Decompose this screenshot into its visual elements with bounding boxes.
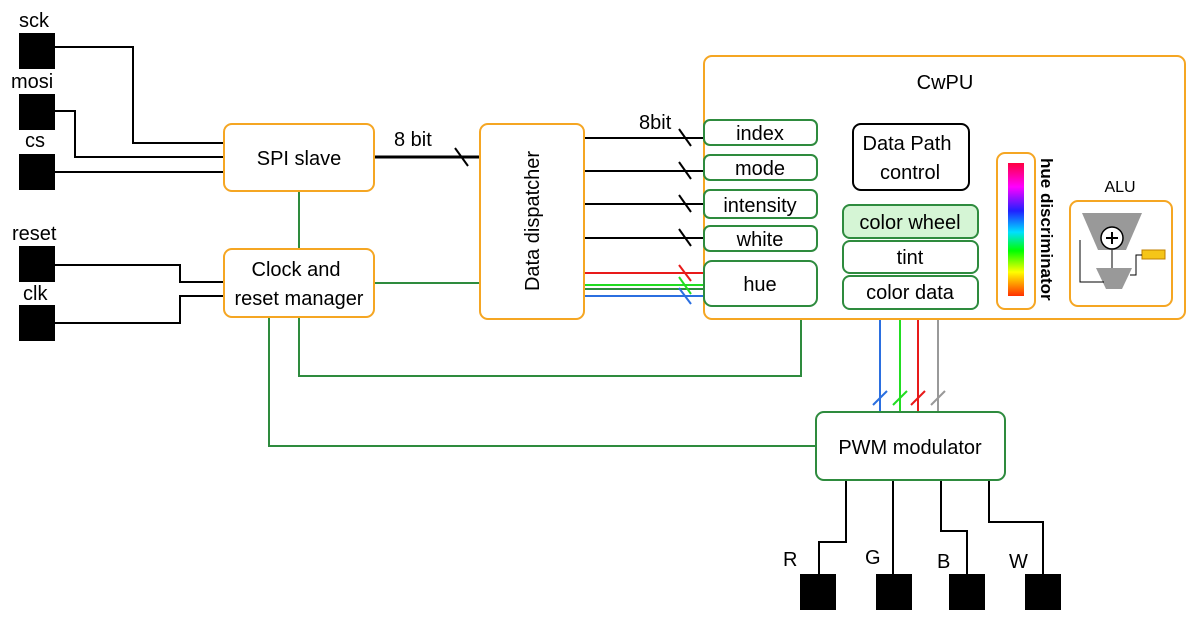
clock-reset-label-line2: reset manager — [235, 288, 364, 310]
register-mode: mode — [703, 154, 818, 181]
register-index-label: index — [736, 123, 784, 145]
wire-mosi — [55, 110, 224, 158]
port-g-square — [876, 574, 912, 610]
color-data-block: color data — [842, 275, 979, 310]
alu-title: ALU — [1104, 179, 1135, 196]
port-reset-square — [19, 246, 55, 282]
register-hue-label: hue — [743, 274, 776, 296]
port-mosi-square — [19, 94, 55, 130]
port-clk-label: clk — [23, 283, 48, 305]
data-path-control-block: Data Path control — [852, 123, 970, 191]
wire-clk-pwm — [268, 317, 816, 447]
port-reset-label: reset — [12, 223, 57, 245]
register-mode-label: mode — [735, 158, 785, 180]
clock-reset-manager-block: Clock and reset manager — [223, 248, 375, 318]
bus-slash — [454, 147, 469, 167]
wire-clk — [55, 295, 224, 324]
port-sck-label: sck — [19, 10, 50, 32]
spi-slave-label: SPI slave — [257, 148, 341, 170]
register-intensity-label: intensity — [723, 195, 796, 217]
data-dispatcher-block: Data dispatcher — [479, 123, 585, 320]
dpc-label-line1: Data Path — [863, 133, 952, 155]
pwm-modulator-block: PWM modulator — [815, 411, 1006, 481]
wires — [55, 46, 1044, 574]
register-index: index — [703, 119, 818, 146]
port-r-square — [800, 574, 836, 610]
pwm-modulator-label: PWM modulator — [838, 437, 982, 459]
port-cs-label: cs — [25, 130, 45, 152]
hue-discriminator-block: hue discriminator — [996, 152, 1056, 310]
tint-label: tint — [897, 247, 924, 269]
tint-block: tint — [842, 240, 979, 274]
port-cs-square — [19, 154, 55, 190]
port-w-square — [1025, 574, 1061, 610]
wire-out-r — [818, 480, 847, 574]
spi-slave-block: SPI slave — [223, 123, 375, 192]
alu-block — [1069, 200, 1173, 307]
port-w-label: W — [1009, 551, 1028, 573]
wire-out-w — [988, 480, 1044, 574]
dpc-label-line2: control — [880, 162, 940, 184]
register-hue: hue — [703, 260, 818, 307]
cwpu-title: CwPU — [917, 72, 974, 94]
hue-discriminator-label: hue discriminator — [1037, 158, 1056, 301]
alu-icon — [1079, 213, 1166, 289]
port-squares — [19, 33, 1061, 610]
register-intensity: intensity — [703, 189, 818, 219]
clock-reset-label-line1: Clock and — [252, 259, 341, 281]
port-b-square — [949, 574, 985, 610]
hue-gradient-bar — [1008, 163, 1024, 296]
port-clk-square — [19, 305, 55, 341]
data-dispatcher-label: Data dispatcher — [522, 151, 544, 291]
color-wheel-block: color wheel — [842, 204, 979, 239]
wire-clk-cwpu — [298, 317, 802, 377]
color-wheel-label: color wheel — [859, 212, 960, 234]
port-mosi-label: mosi — [11, 71, 53, 93]
wire-out-b — [940, 480, 968, 574]
bus-label-registers: 8bit — [639, 112, 672, 134]
register-white: white — [703, 225, 818, 252]
wire-reset — [55, 264, 224, 283]
port-r-label: R — [783, 549, 797, 571]
port-g-label: G — [865, 547, 881, 569]
port-sck-square — [19, 33, 55, 69]
color-data-label: color data — [866, 282, 955, 304]
bus-label-spi: 8 bit — [394, 129, 432, 151]
register-white-label: white — [736, 229, 784, 251]
wire-sck — [55, 46, 224, 144]
port-b-label: B — [937, 551, 950, 573]
